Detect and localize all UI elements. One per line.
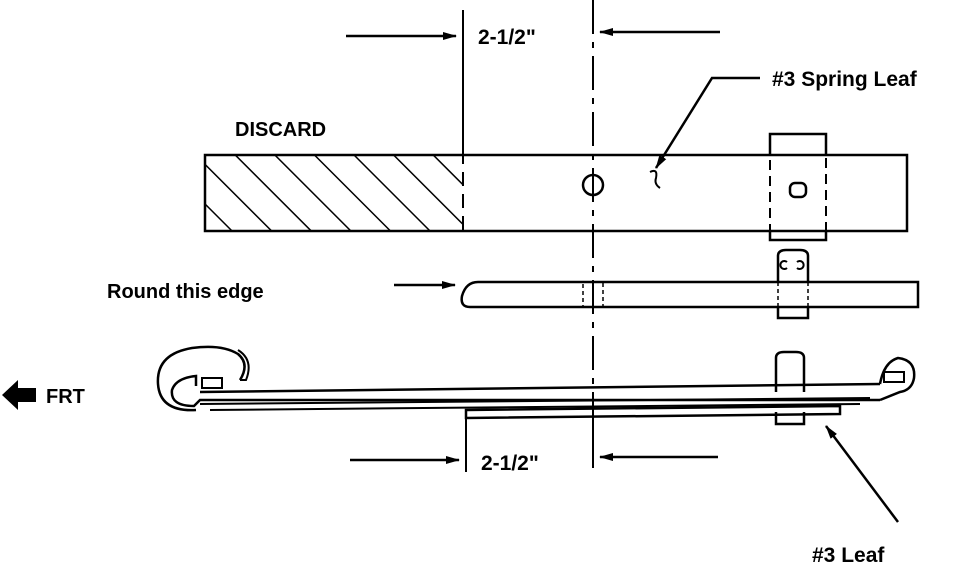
leaf-outline (203, 153, 909, 233)
front-label: FRT (46, 386, 85, 408)
discard-label: DISCARD (235, 119, 326, 141)
front-eye-wrap (237, 349, 250, 381)
third-leaf (464, 404, 842, 420)
pack-clip-bottom (774, 412, 806, 426)
top-dimension: 2-1/2" (346, 26, 720, 49)
leaf-side-outline (460, 280, 920, 309)
side-bolt-dashed (582, 281, 604, 308)
center-bolt-hole (581, 173, 605, 197)
discard-hatched-area (205, 155, 463, 231)
round-edge-label: Round this edge (107, 281, 264, 303)
spring-pack-view (156, 345, 916, 426)
rear-bushing (883, 371, 905, 383)
clip-dashed (769, 133, 827, 241)
pack-clip-top (774, 350, 806, 392)
spring-leaf-leader (654, 76, 760, 169)
leaf-side-view (460, 248, 920, 320)
main-leaf-lower (170, 374, 880, 408)
top-dimension-label: 2-1/2" (478, 26, 536, 49)
leaf-label: #3 Leaf (812, 544, 885, 566)
second-leaf-top (199, 397, 871, 405)
front-eye-outer (156, 345, 246, 412)
clip-bottom (768, 231, 828, 242)
front-bushing (201, 377, 223, 389)
front-indicator: FRT (2, 380, 85, 410)
spring-leaf-label: #3 Spring Leaf (772, 68, 918, 91)
bottom-dimension-label: 2-1/2" (481, 452, 539, 475)
leaf-break-mark (649, 169, 661, 189)
spring-leaf-callout: #3 Spring Leaf (649, 68, 918, 189)
bottom-dimension: 2-1/2" (350, 452, 718, 475)
leaf-plan-view (203, 132, 909, 242)
rear-eye (878, 356, 916, 402)
front-arrow-icon (2, 380, 36, 410)
leaf-leader (825, 425, 899, 523)
second-leaf-bottom (209, 403, 861, 411)
main-leaf-upper (199, 382, 881, 394)
side-clip-bottom (776, 307, 810, 320)
side-clip-rivet (779, 260, 805, 270)
clip-slot (788, 181, 808, 199)
clip-top (768, 132, 828, 155)
side-clip-top (776, 248, 810, 282)
